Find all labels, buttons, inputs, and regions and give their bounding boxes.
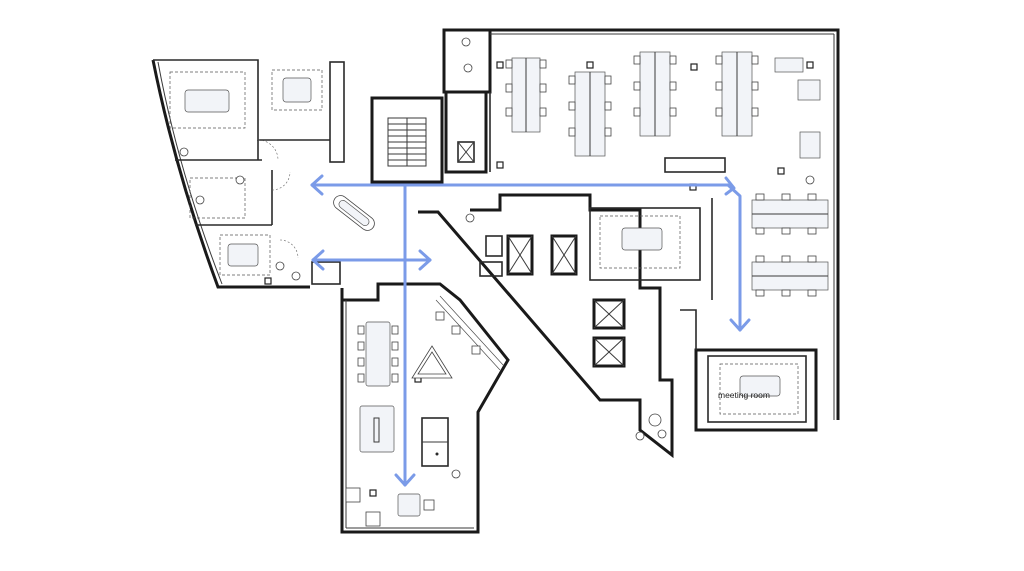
west-wing (151, 59, 330, 289)
workstation-cluster-1 (505, 57, 547, 133)
kitchen-counter (435, 295, 505, 371)
pingpong-table (421, 417, 449, 467)
open-office-north (489, 28, 840, 420)
standing-table (359, 405, 395, 453)
workstation-cluster-5 (774, 57, 821, 159)
stair-treads (387, 117, 427, 167)
stair-core (329, 28, 492, 184)
north-corridor-west-arrowhead (310, 174, 324, 196)
south-wing-arrowhead (394, 473, 416, 487)
workstation-cluster-east-1 (751, 193, 829, 235)
workstation-cluster-4 (715, 51, 759, 137)
east-turn-south-line (726, 183, 742, 332)
south-wing (311, 261, 510, 534)
scattered-chairs (179, 37, 815, 479)
central-core (418, 193, 674, 459)
triangle-table (411, 345, 453, 379)
meeting-room-label: meeting room (718, 390, 770, 400)
west-bidirectional-left-arrowhead (311, 249, 325, 271)
meeting-room-central (589, 198, 713, 300)
long-table (357, 321, 399, 387)
meeting-room-southeast: meeting room (680, 309, 818, 432)
north-corridor-east-arrowhead (724, 176, 736, 196)
east-turn-south-arrowhead (729, 318, 751, 332)
south-lounge (345, 487, 435, 527)
west-bidirectional-right-arrowhead (418, 249, 432, 271)
structural-columns (264, 61, 814, 497)
workstation-cluster-2 (568, 71, 612, 157)
circulation-arrows (310, 174, 751, 487)
workstation-cluster-east-2 (751, 255, 829, 297)
lounge-pod-oval (333, 195, 375, 231)
workstation-cluster-3 (633, 51, 677, 137)
